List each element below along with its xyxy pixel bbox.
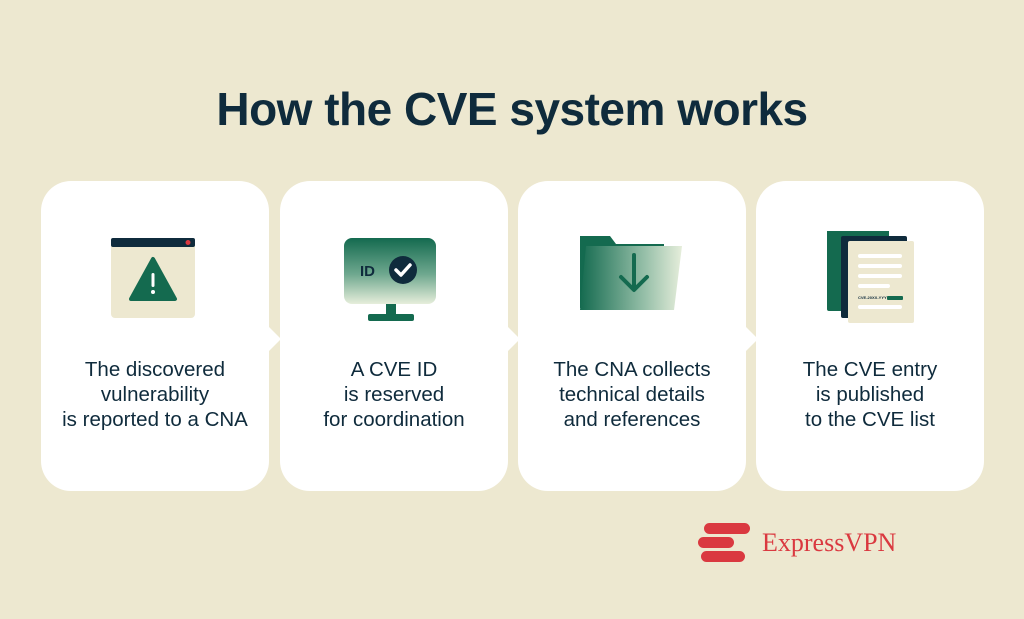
page-title: How the CVE system works <box>216 83 808 135</box>
document-stack-icon: CVE-20XX-YYYY <box>756 227 984 331</box>
expressvpn-logo-icon <box>698 523 750 562</box>
step-arrow <box>508 327 520 351</box>
folder-download-icon <box>518 231 746 331</box>
step-card-1: The discovered vulnerability is reported… <box>41 181 281 491</box>
step-label: A CVE ID is reserved for coordination <box>323 358 465 431</box>
brand-name: ExpressVPN <box>762 528 897 557</box>
step-label: The CNA collects technical details and r… <box>553 358 711 431</box>
step-arrow <box>746 327 758 351</box>
expressvpn-logo: ExpressVPN <box>698 522 918 564</box>
step-card-2: ID A CVE ID is reserved for coordination <box>280 181 520 491</box>
monitor-id-text: ID <box>360 263 375 280</box>
step-label: The discovered vulnerability is reported… <box>62 358 248 431</box>
monitor-id-check-icon: ID <box>280 231 508 331</box>
step-arrow <box>269 327 281 351</box>
document-cve-text: CVE-20XX-YYYY <box>858 295 890 300</box>
step-card-4: CVE-20XX-YYYY The CVE entry is published… <box>756 181 984 491</box>
browser-warning-icon <box>41 231 269 331</box>
step-card-3: The CNA collects technical details and r… <box>518 181 758 491</box>
step-label: The CVE entry is published to the CVE li… <box>802 358 938 431</box>
